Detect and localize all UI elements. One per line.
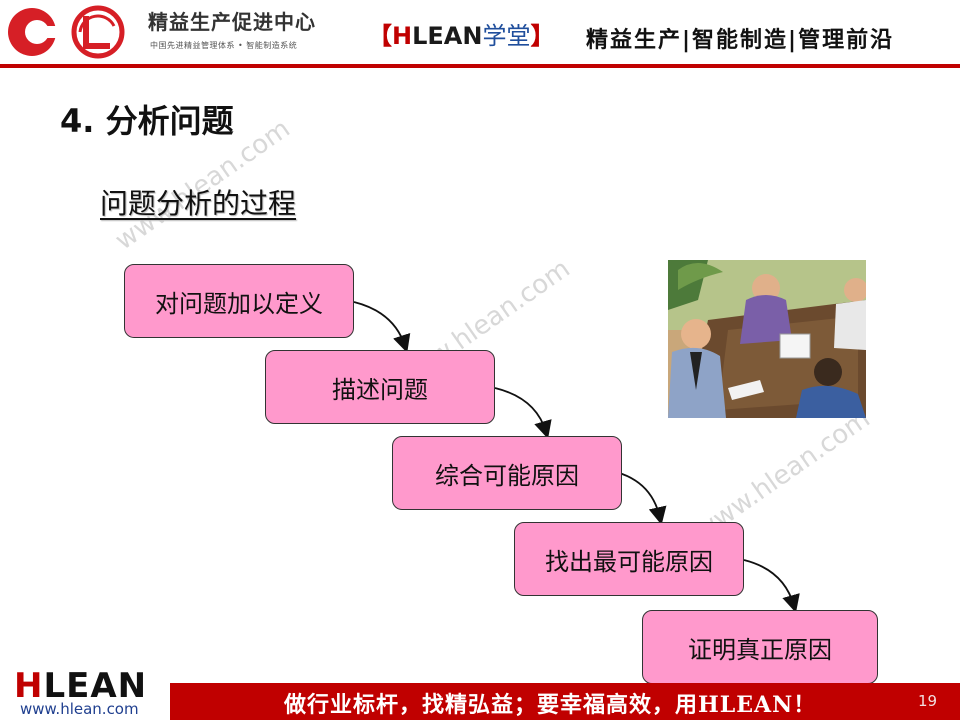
footer-bar — [170, 683, 960, 720]
arrow-3-4 — [615, 471, 667, 526]
org-subtitle: 中国先进精益管理体系 • 智能制造系统 — [150, 41, 298, 50]
step-possible-causes: 综合可能原因 — [392, 436, 622, 510]
section-subtitle: 问题分析的过程 — [100, 187, 297, 220]
brand-sub: 学堂 — [482, 22, 531, 50]
footer-url: www.hlean.com — [20, 700, 139, 718]
header-divider — [0, 64, 960, 68]
brand-h: H — [392, 22, 413, 50]
slide-header: 精益生产促进中心 中国先进精益管理体系 • 智能制造系统 【HLEAN学堂】 精… — [0, 0, 960, 68]
header-tagline: 精益生产|智能制造|管理前沿 — [586, 28, 895, 53]
footer-logo-lean: LEAN — [43, 666, 148, 706]
brand-close-bracket: 】 — [530, 22, 555, 50]
meeting-clipart-image — [668, 260, 866, 418]
footer-slogan: 做行业标杆，找精弘益；要幸福高效，用HLEAN！ — [284, 692, 817, 718]
step-describe-problem: 描述问题 — [265, 350, 495, 424]
brand-lean: LEAN — [412, 22, 483, 50]
footer-logo-h: H — [14, 666, 44, 706]
brand-label: 【HLEAN学堂】 — [368, 16, 554, 51]
step-verify-true-cause: 证明真正原因 — [642, 610, 878, 684]
step-most-likely-cause: 找出最可能原因 — [514, 522, 744, 596]
arrow-1-2 — [353, 301, 411, 353]
org-name: 精益生产促进中心 — [148, 10, 316, 34]
footer-logo: HLEAN — [14, 666, 147, 706]
step-define-problem: 对问题加以定义 — [124, 264, 354, 338]
cl-logo-icon — [8, 5, 125, 59]
arrow-2-3 — [494, 387, 552, 439]
brand-hlean: HLEAN — [392, 22, 482, 50]
page-number: 19 — [918, 692, 938, 710]
brand-open-bracket: 【 — [368, 22, 392, 50]
arrow-4-5 — [743, 559, 800, 613]
slide-title: 4. 分析问题 — [60, 102, 234, 140]
